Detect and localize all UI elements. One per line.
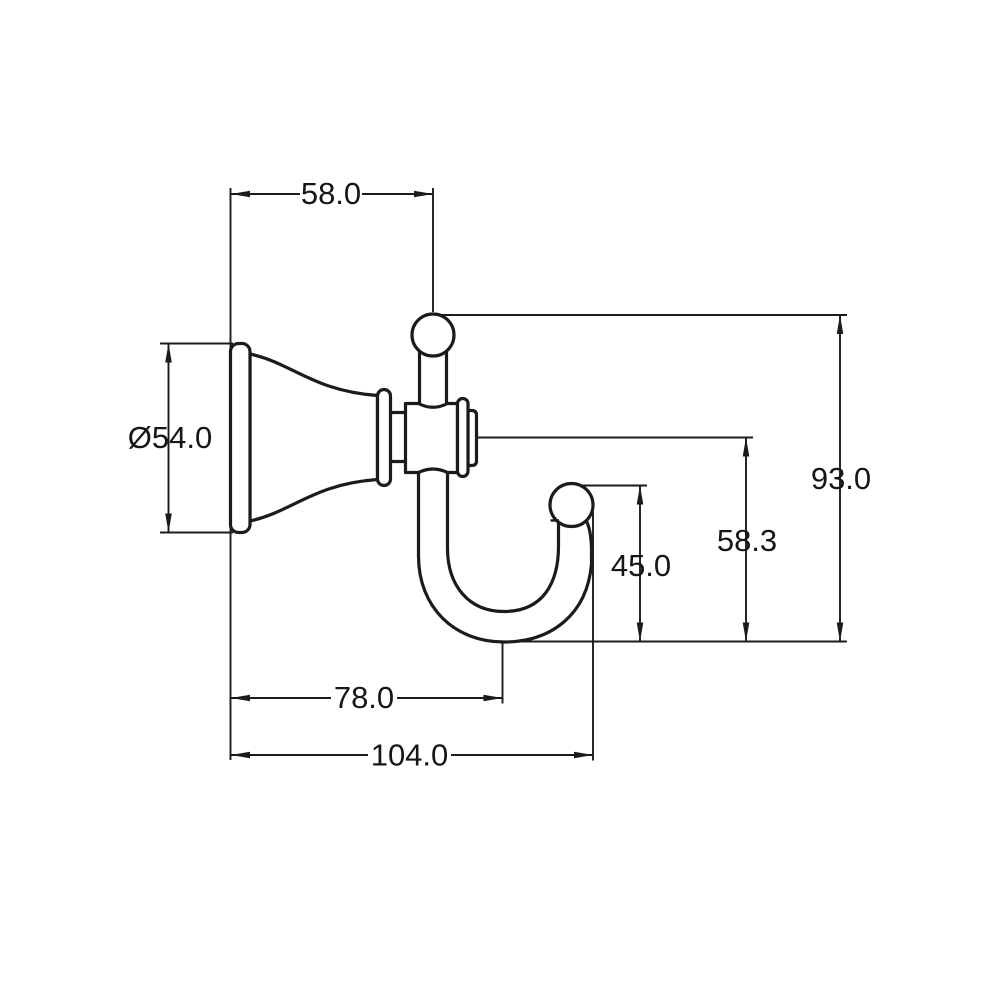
arrowhead [742,437,750,457]
hub-block-outline [403,401,460,475]
arrowhead [742,622,750,642]
hub-end-cap [466,408,479,468]
top-finial-ball [410,312,456,358]
hook-j-curve-outline [416,460,594,644]
arrowhead [574,751,593,759]
arrowhead [165,343,172,363]
arrowhead [231,190,250,198]
arrowhead [636,622,644,642]
flange-collar-ring [375,387,393,488]
arrowhead [483,694,503,702]
dim-label-projection: 78.0 [334,680,394,715]
dim-label-center-to-bottom: 58.3 [717,523,777,558]
arrowhead [636,485,644,505]
hook-tip-ball [548,481,595,529]
arrowhead [165,513,172,533]
arrowhead [836,315,844,334]
arrowhead [836,622,844,642]
dim-label-overall-height: 93.0 [811,461,871,496]
dim-label-hook-opening: 45.0 [611,548,671,583]
dim-label-top-width: 58.0 [301,176,361,211]
arrowhead [231,694,250,702]
hub-collar-ring [455,396,470,479]
dim-label-overall-projection: 104.0 [371,738,449,773]
flange-wall-rim [228,341,252,535]
dim-label-flange-diameter: Ø54.0 [128,420,212,455]
flange-bell-outline [248,352,380,523]
arrowhead [231,751,250,759]
arrowhead [414,190,433,198]
